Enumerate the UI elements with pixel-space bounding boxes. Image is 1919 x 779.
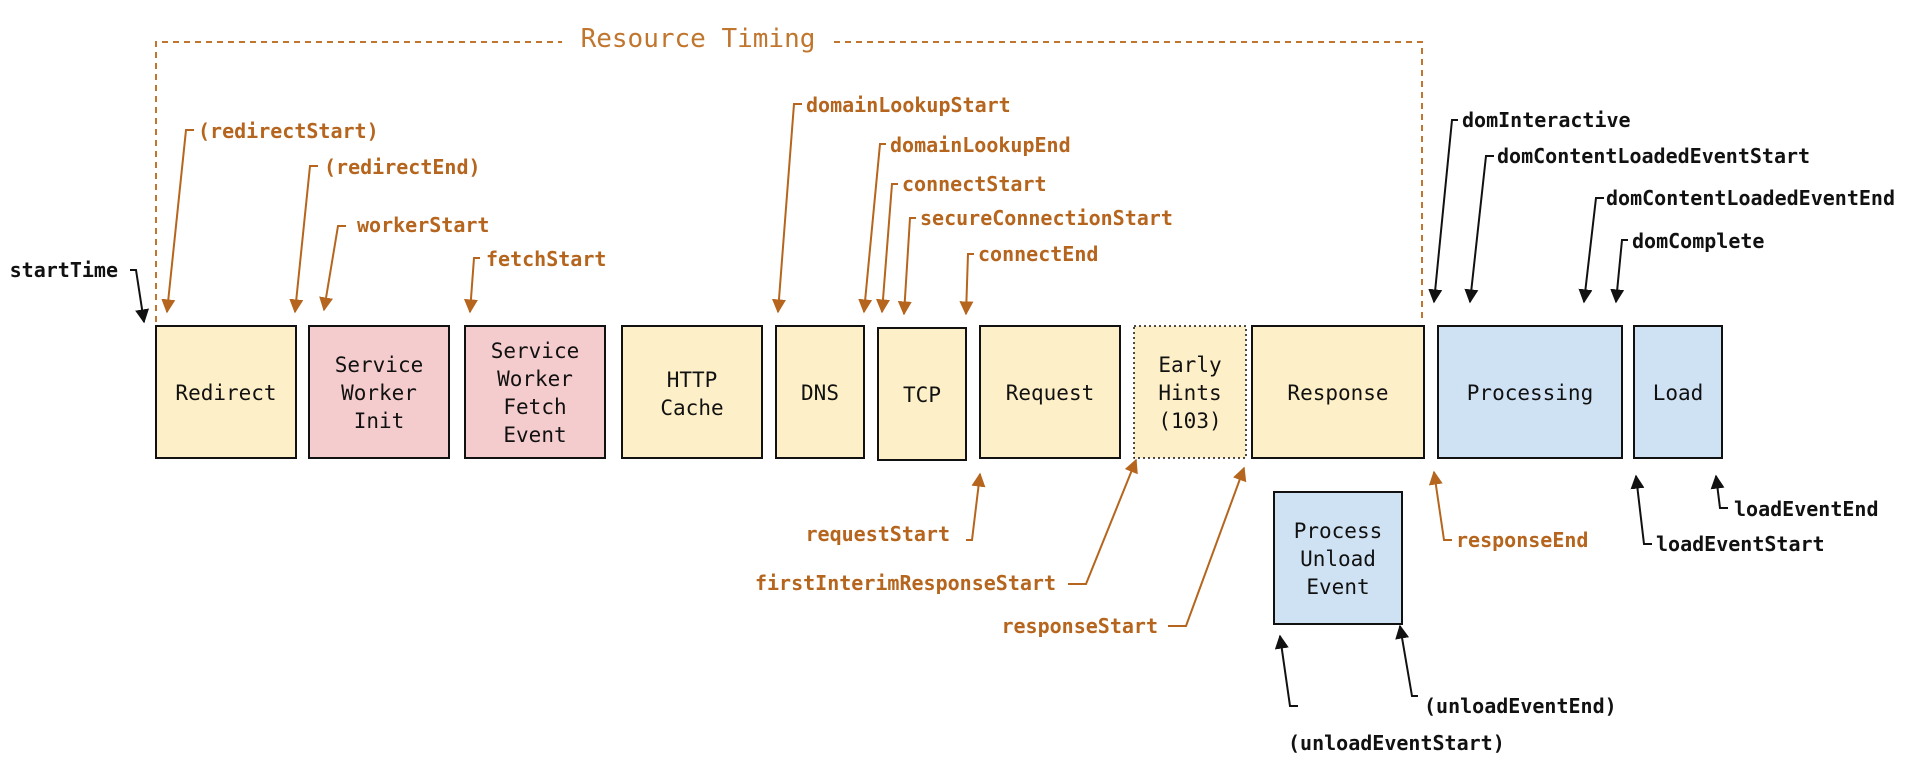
http-cache-box: HTTP Cache <box>621 325 763 459</box>
start-time-arrow <box>130 269 150 324</box>
box-label: Redirect <box>175 381 276 405</box>
box-label: Process <box>1294 519 1383 543</box>
box-label: Request <box>1006 381 1095 405</box>
label-unload-event-start: (unloadEventStart) <box>1288 731 1505 755</box>
redirect-box: Redirect <box>155 325 297 459</box>
box-label: Unload <box>1300 547 1376 571</box>
label-request-start: requestStart <box>806 522 951 546</box>
label-redirect-start: (redirectStart) <box>198 119 379 143</box>
unload-event-start-arrow <box>1274 634 1298 707</box>
label-start-time: startTime <box>10 258 118 282</box>
request-start-arrow <box>966 472 986 541</box>
box-label: (103) <box>1158 409 1221 433</box>
response-start-arrow <box>1168 466 1247 627</box>
resource-connectors-bottom <box>966 458 1452 627</box>
service-worker-fetch-event-box: Service Worker Fetch Event <box>464 325 606 459</box>
request-box: Request <box>979 325 1121 459</box>
label-load-event-start: loadEventStart <box>1656 532 1825 556</box>
dom-interactive-arrow <box>1428 119 1458 304</box>
box-label: Load <box>1653 381 1704 405</box>
box-label: Cache <box>660 396 723 420</box>
box-label: TCP <box>903 383 941 407</box>
label-dom-content-loaded-event-start: domContentLoadedEventStart <box>1497 144 1810 168</box>
label-connect-start: connectStart <box>902 172 1047 196</box>
label-fetch-start: fetchStart <box>486 247 606 271</box>
label-unload-event-end: (unloadEventEnd) <box>1424 694 1617 718</box>
processing-box: Processing <box>1437 325 1623 459</box>
response-box: Response <box>1251 325 1425 459</box>
box-label: Processing <box>1467 381 1593 405</box>
dom-content-loaded-start-arrow <box>1464 155 1494 304</box>
box-label: Service <box>491 339 580 363</box>
redirect-end-arrow <box>289 165 318 314</box>
dom-content-loaded-end-arrow <box>1578 197 1604 304</box>
unload-event-end-arrow <box>1395 624 1418 697</box>
fetch-start-arrow <box>463 257 480 314</box>
label-dom-interactive: domInteractive <box>1462 108 1631 132</box>
resource-connectors-top <box>161 103 974 316</box>
tcp-box: TCP <box>877 327 967 461</box>
label-first-interim-response-start: firstInterimResponseStart <box>755 571 1056 595</box>
label-dom-content-loaded-event-end: domContentLoadedEventEnd <box>1606 186 1895 210</box>
box-label: Init <box>354 409 405 433</box>
secure-connection-start-arrow <box>897 217 916 316</box>
label-worker-start: workerStart <box>357 213 489 237</box>
box-label: Hints <box>1158 381 1221 405</box>
box-label: Service <box>335 353 424 377</box>
resource-timing-title: Resource Timing <box>581 24 816 54</box>
service-worker-init-box: Service Worker Init <box>308 325 450 459</box>
worker-start-arrow <box>319 225 346 312</box>
label-domain-lookup-end: domainLookupEnd <box>890 133 1071 157</box>
load-event-end-arrow <box>1710 474 1728 509</box>
domain-lookup-end-arrow <box>858 143 886 314</box>
redirect-start-arrow <box>161 129 194 314</box>
first-interim-response-start-arrow <box>1068 458 1138 585</box>
connect-end-arrow <box>959 253 974 316</box>
box-label: HTTP <box>667 368 718 392</box>
box-label: DNS <box>801 381 839 405</box>
connect-start-arrow <box>876 183 898 314</box>
dom-complete-arrow <box>1610 239 1628 304</box>
load-box: Load <box>1633 325 1723 459</box>
response-end-arrow <box>1428 470 1452 541</box>
resource-timing-bracket: Resource Timing <box>155 24 1423 322</box>
box-label: Response <box>1287 381 1388 405</box>
domain-lookup-start-arrow <box>771 103 802 314</box>
label-connect-end: connectEnd <box>978 242 1098 266</box>
box-label: Early <box>1158 353 1221 377</box>
label-response-start: responseStart <box>1001 614 1158 638</box>
label-response-end: responseEnd <box>1456 528 1588 552</box>
dns-box: DNS <box>775 325 865 459</box>
box-label: Event <box>1306 575 1369 599</box>
label-load-event-end: loadEventEnd <box>1734 497 1879 521</box>
load-event-start-arrow <box>1630 474 1652 545</box>
early-hints-box: Early Hints (103) <box>1133 325 1247 459</box>
resource-labels: (redirectStart) (redirectEnd) workerStar… <box>198 93 1588 638</box>
label-secure-connection-start: secureConnectionStart <box>920 206 1173 230</box>
box-label: Worker <box>497 367 573 391</box>
label-dom-complete: domComplete <box>1632 229 1764 253</box>
label-domain-lookup-start: domainLookupStart <box>806 93 1011 117</box>
label-redirect-end: (redirectEnd) <box>324 155 481 179</box>
box-label: Worker <box>341 381 417 405</box>
process-unload-event-box: Process Unload Event <box>1273 491 1403 625</box>
document-connectors <box>130 119 1728 707</box>
box-label: Event <box>503 423 566 447</box>
box-label: Fetch <box>503 395 566 419</box>
document-labels: startTime domInteractive domContentLoade… <box>10 108 1895 755</box>
